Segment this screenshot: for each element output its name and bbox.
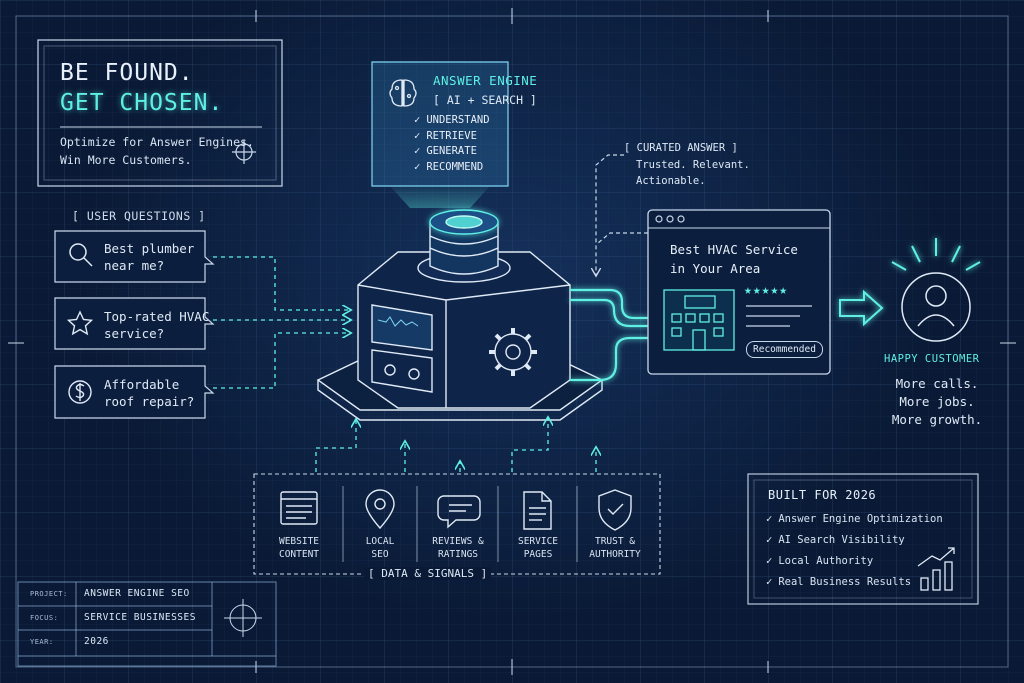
growth-chart-icon — [917, 547, 955, 591]
engine-steps: ✓UNDERSTAND ✓RETRIEVE ✓GENERATE ✓RECOMME… — [414, 113, 490, 175]
curated-answer-line-1: Trusted. Relevant. — [636, 159, 750, 171]
engine-step: ✓RETRIEVE — [414, 129, 477, 142]
question-bubble-3 — [54, 365, 215, 419]
title-block-year-key: YEAR: — [30, 638, 54, 646]
excitement-rays — [891, 238, 981, 271]
brain-icon — [389, 79, 417, 107]
output-pipes — [570, 288, 648, 382]
star-icon — [66, 310, 94, 336]
question-flow-lines — [213, 256, 350, 389]
rating-stars: ★★★★★ — [744, 283, 789, 298]
question-bubbles — [54, 230, 215, 419]
built-for-item: ✓Local Authority — [766, 555, 874, 567]
engine-step: ✓RECOMMEND — [414, 160, 484, 173]
question-bubble-2 — [54, 297, 215, 350]
document-icon — [523, 491, 552, 530]
title-block-focus-key: FOCUS: — [30, 614, 59, 622]
engine-subtitle: [ AI + SEARCH ] — [433, 93, 537, 107]
built-for-box — [747, 473, 979, 605]
engine-title: ANSWER ENGINE — [433, 73, 538, 88]
browser-icon — [280, 491, 318, 525]
answer-engine-panel — [371, 61, 509, 187]
check-icon: ✓ — [414, 145, 421, 157]
customer-avatar-icon — [901, 272, 971, 342]
check-icon: ✓ — [414, 129, 421, 142]
hero-tagline-1: Optimize for Answer Engines. — [60, 135, 254, 149]
title-block-box — [17, 581, 277, 667]
happy-customer-label: HAPPY CUSTOMER — [884, 353, 980, 365]
question-bubble-1 — [54, 230, 215, 283]
frame-ticks — [8, 8, 1016, 675]
recommended-badge: Recommended — [746, 341, 823, 358]
dollar-icon — [68, 380, 92, 404]
built-for-item: ✓AI Search Visibility — [766, 534, 905, 546]
title-block-focus-value: SERVICE BUSINESSES — [84, 612, 196, 623]
hero-tagline-2: Win More Customers. — [60, 153, 192, 167]
map-pin-icon — [365, 489, 395, 530]
user-questions-header: [ USER QUESTIONS ] — [72, 209, 206, 223]
data-signals-label: [ DATA & SIGNALS ] — [364, 567, 492, 580]
check-icon: ✓ — [414, 114, 421, 126]
curated-answer-line-2: Actionable. — [636, 175, 706, 187]
hero-line-1: BE FOUND. — [60, 60, 194, 86]
check-icon: ✓ — [766, 513, 773, 525]
hero-box — [37, 39, 283, 187]
check-icon: ✓ — [766, 555, 773, 567]
built-for-list: ✓Answer Engine Optimization ✓AI Search V… — [766, 509, 943, 593]
arrow-right-icon — [839, 289, 884, 327]
hero-line-2: GET CHOSEN. — [60, 90, 224, 116]
window-dots — [655, 215, 685, 223]
curated-answer-header: [ CURATED ANSWER ] — [624, 142, 738, 154]
check-icon: ✓ — [766, 576, 773, 588]
crosshair-icon — [224, 599, 262, 637]
customer-results: More calls. More jobs. More growth. — [891, 376, 983, 427]
result-card-title: Best HVAC Service in Your Area — [670, 242, 798, 276]
engine-step: ✓UNDERSTAND — [414, 114, 490, 126]
signal-trust-authority: TRUST &AUTHORITY — [589, 536, 641, 560]
check-icon: ✓ — [766, 534, 773, 546]
title-block-year-value: 2026 — [84, 636, 109, 647]
building-icon — [663, 289, 735, 351]
shield-check-icon — [598, 489, 632, 531]
gear-icon — [489, 328, 537, 376]
title-block-project-value: ANSWER ENGINE SEO — [84, 588, 190, 599]
check-icon: ✓ — [414, 160, 421, 173]
data-flow-lines — [315, 418, 596, 472]
signal-reviews-ratings: REVIEWS &RATINGS — [432, 536, 484, 560]
crosshair-icon — [232, 140, 256, 164]
built-for-title: BUILT FOR 2026 — [768, 488, 877, 502]
engine-step: ✓GENERATE — [414, 145, 477, 157]
built-for-item: ✓Real Business Results — [766, 576, 912, 588]
chat-bubble-icon — [437, 495, 481, 529]
search-icon — [69, 243, 93, 267]
title-block-project-key: PROJECT: — [30, 590, 68, 598]
engine-machine — [316, 209, 604, 421]
built-for-item: ✓Answer Engine Optimization — [766, 513, 943, 525]
